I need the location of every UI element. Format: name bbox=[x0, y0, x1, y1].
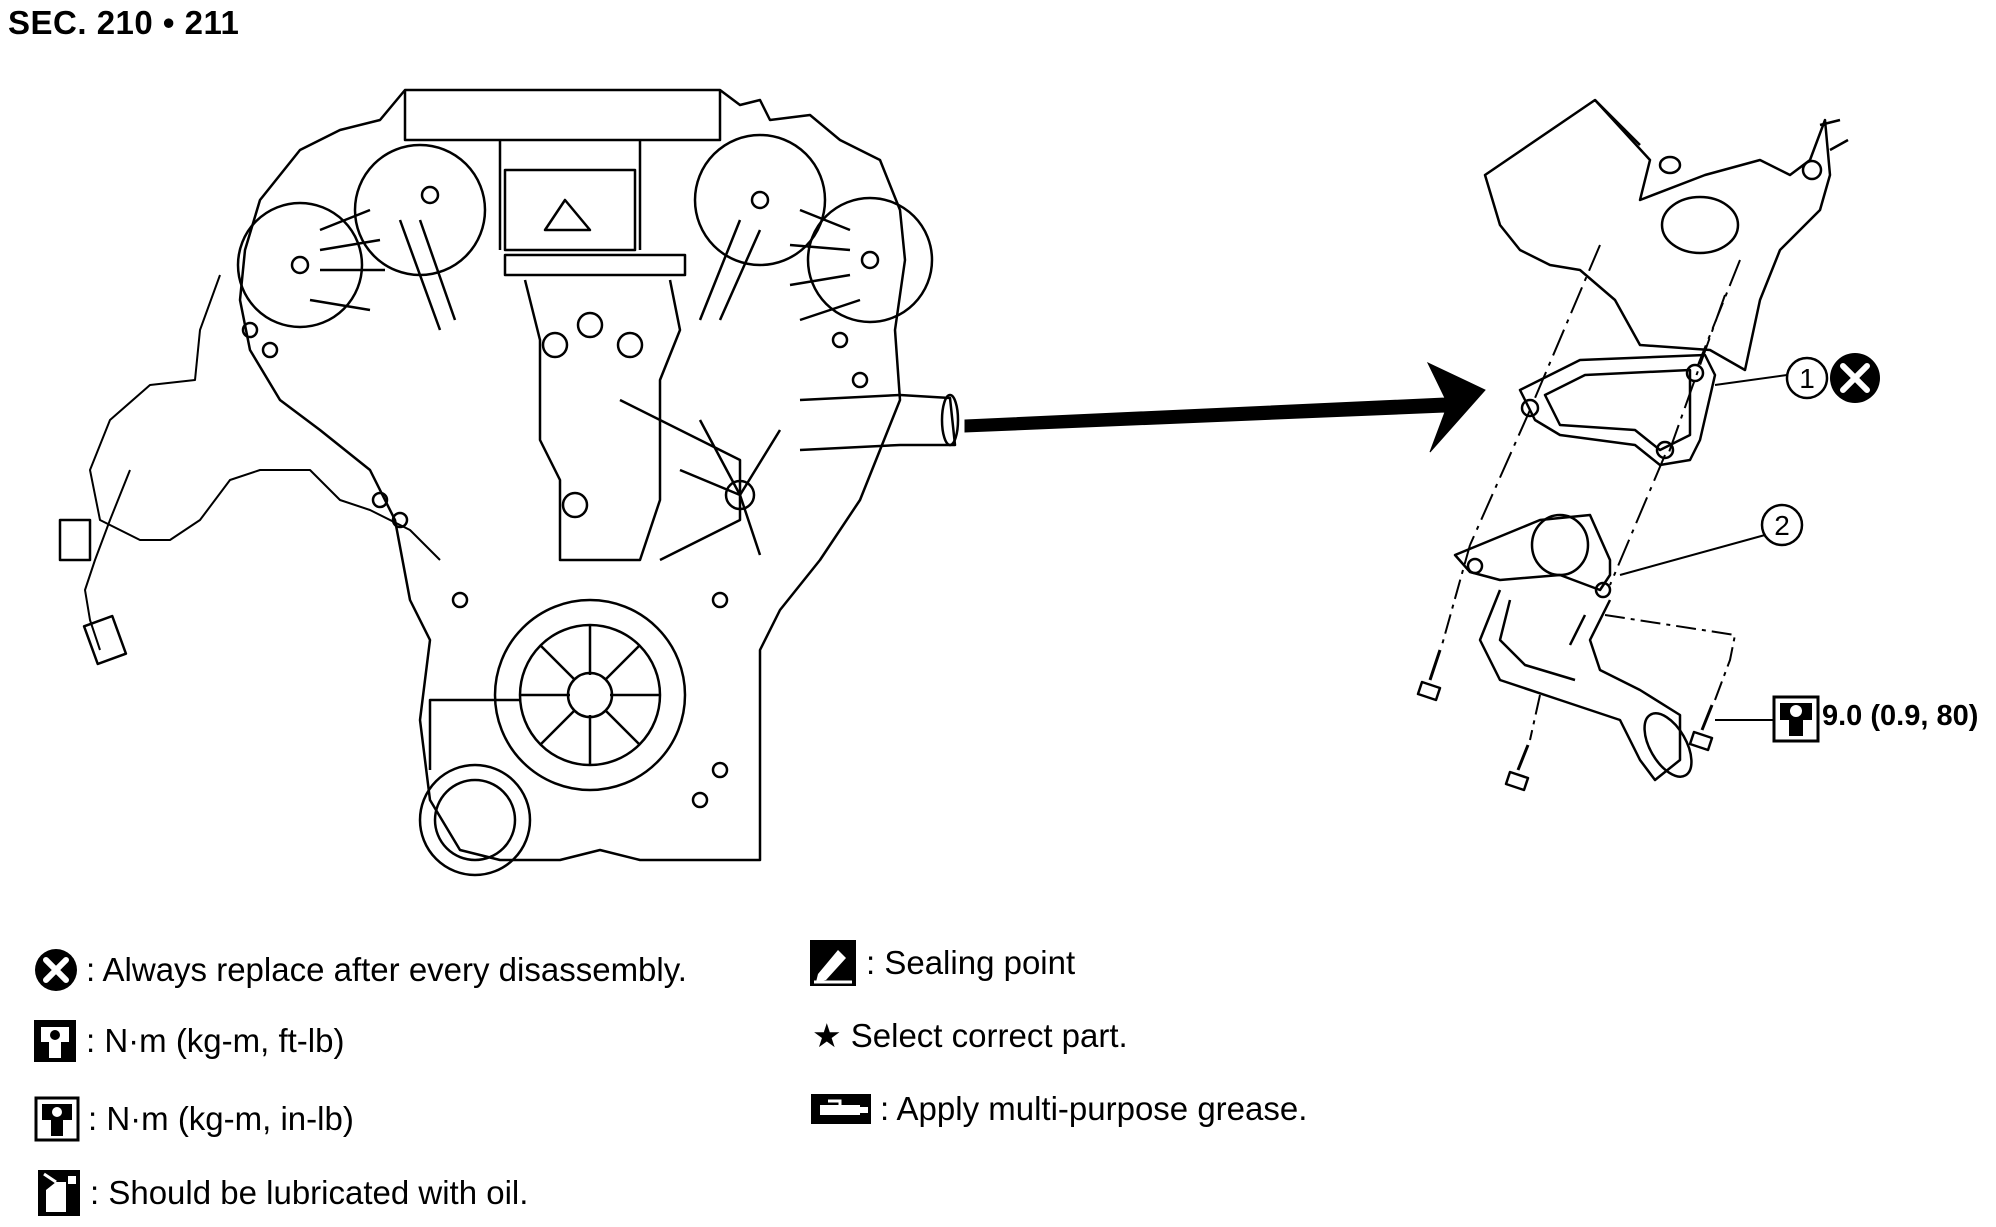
oil-can-icon bbox=[36, 1168, 82, 1218]
legend-replace: : Always replace after every disassembly… bbox=[34, 948, 687, 992]
torque-in-lb-icon bbox=[1772, 695, 1820, 743]
torque-spec-label: 9.0 (0.9, 80) bbox=[1822, 700, 1979, 732]
torque-in-lb-icon bbox=[34, 1096, 80, 1142]
section-title: SEC. 210 • 211 bbox=[8, 4, 240, 41]
svg-text:2: 2 bbox=[1774, 510, 1790, 541]
legend-select-part: ★ Select correct part. bbox=[812, 1016, 1128, 1055]
svg-text:1: 1 bbox=[1799, 363, 1815, 394]
sealing-point-icon bbox=[808, 938, 858, 988]
direction-arrow bbox=[964, 361, 1486, 453]
replace-after-disassembly-icon bbox=[1830, 353, 1880, 403]
water-outlet-exploded-view bbox=[1416, 98, 1849, 792]
callout-2: 2 bbox=[1760, 503, 1804, 547]
legend-grease: : Apply multi-purpose grease. bbox=[810, 1090, 1307, 1128]
star-icon: ★ Select correct part. bbox=[812, 1017, 1128, 1054]
callout-1: 1 bbox=[1785, 356, 1829, 400]
legend-sealing: : Sealing point bbox=[808, 938, 1075, 988]
engine-drawing bbox=[58, 88, 960, 877]
legend-torque-ft-lb: : N·m (kg-m, ft-lb) bbox=[32, 1018, 344, 1064]
legend-oil: : Should be lubricated with oil. bbox=[36, 1168, 528, 1218]
replace-x-icon bbox=[34, 948, 78, 992]
legend-torque-in-lb: : N·m (kg-m, in-lb) bbox=[34, 1096, 354, 1142]
grease-gun-icon bbox=[810, 1093, 872, 1125]
torque-ft-lb-icon bbox=[32, 1018, 78, 1064]
